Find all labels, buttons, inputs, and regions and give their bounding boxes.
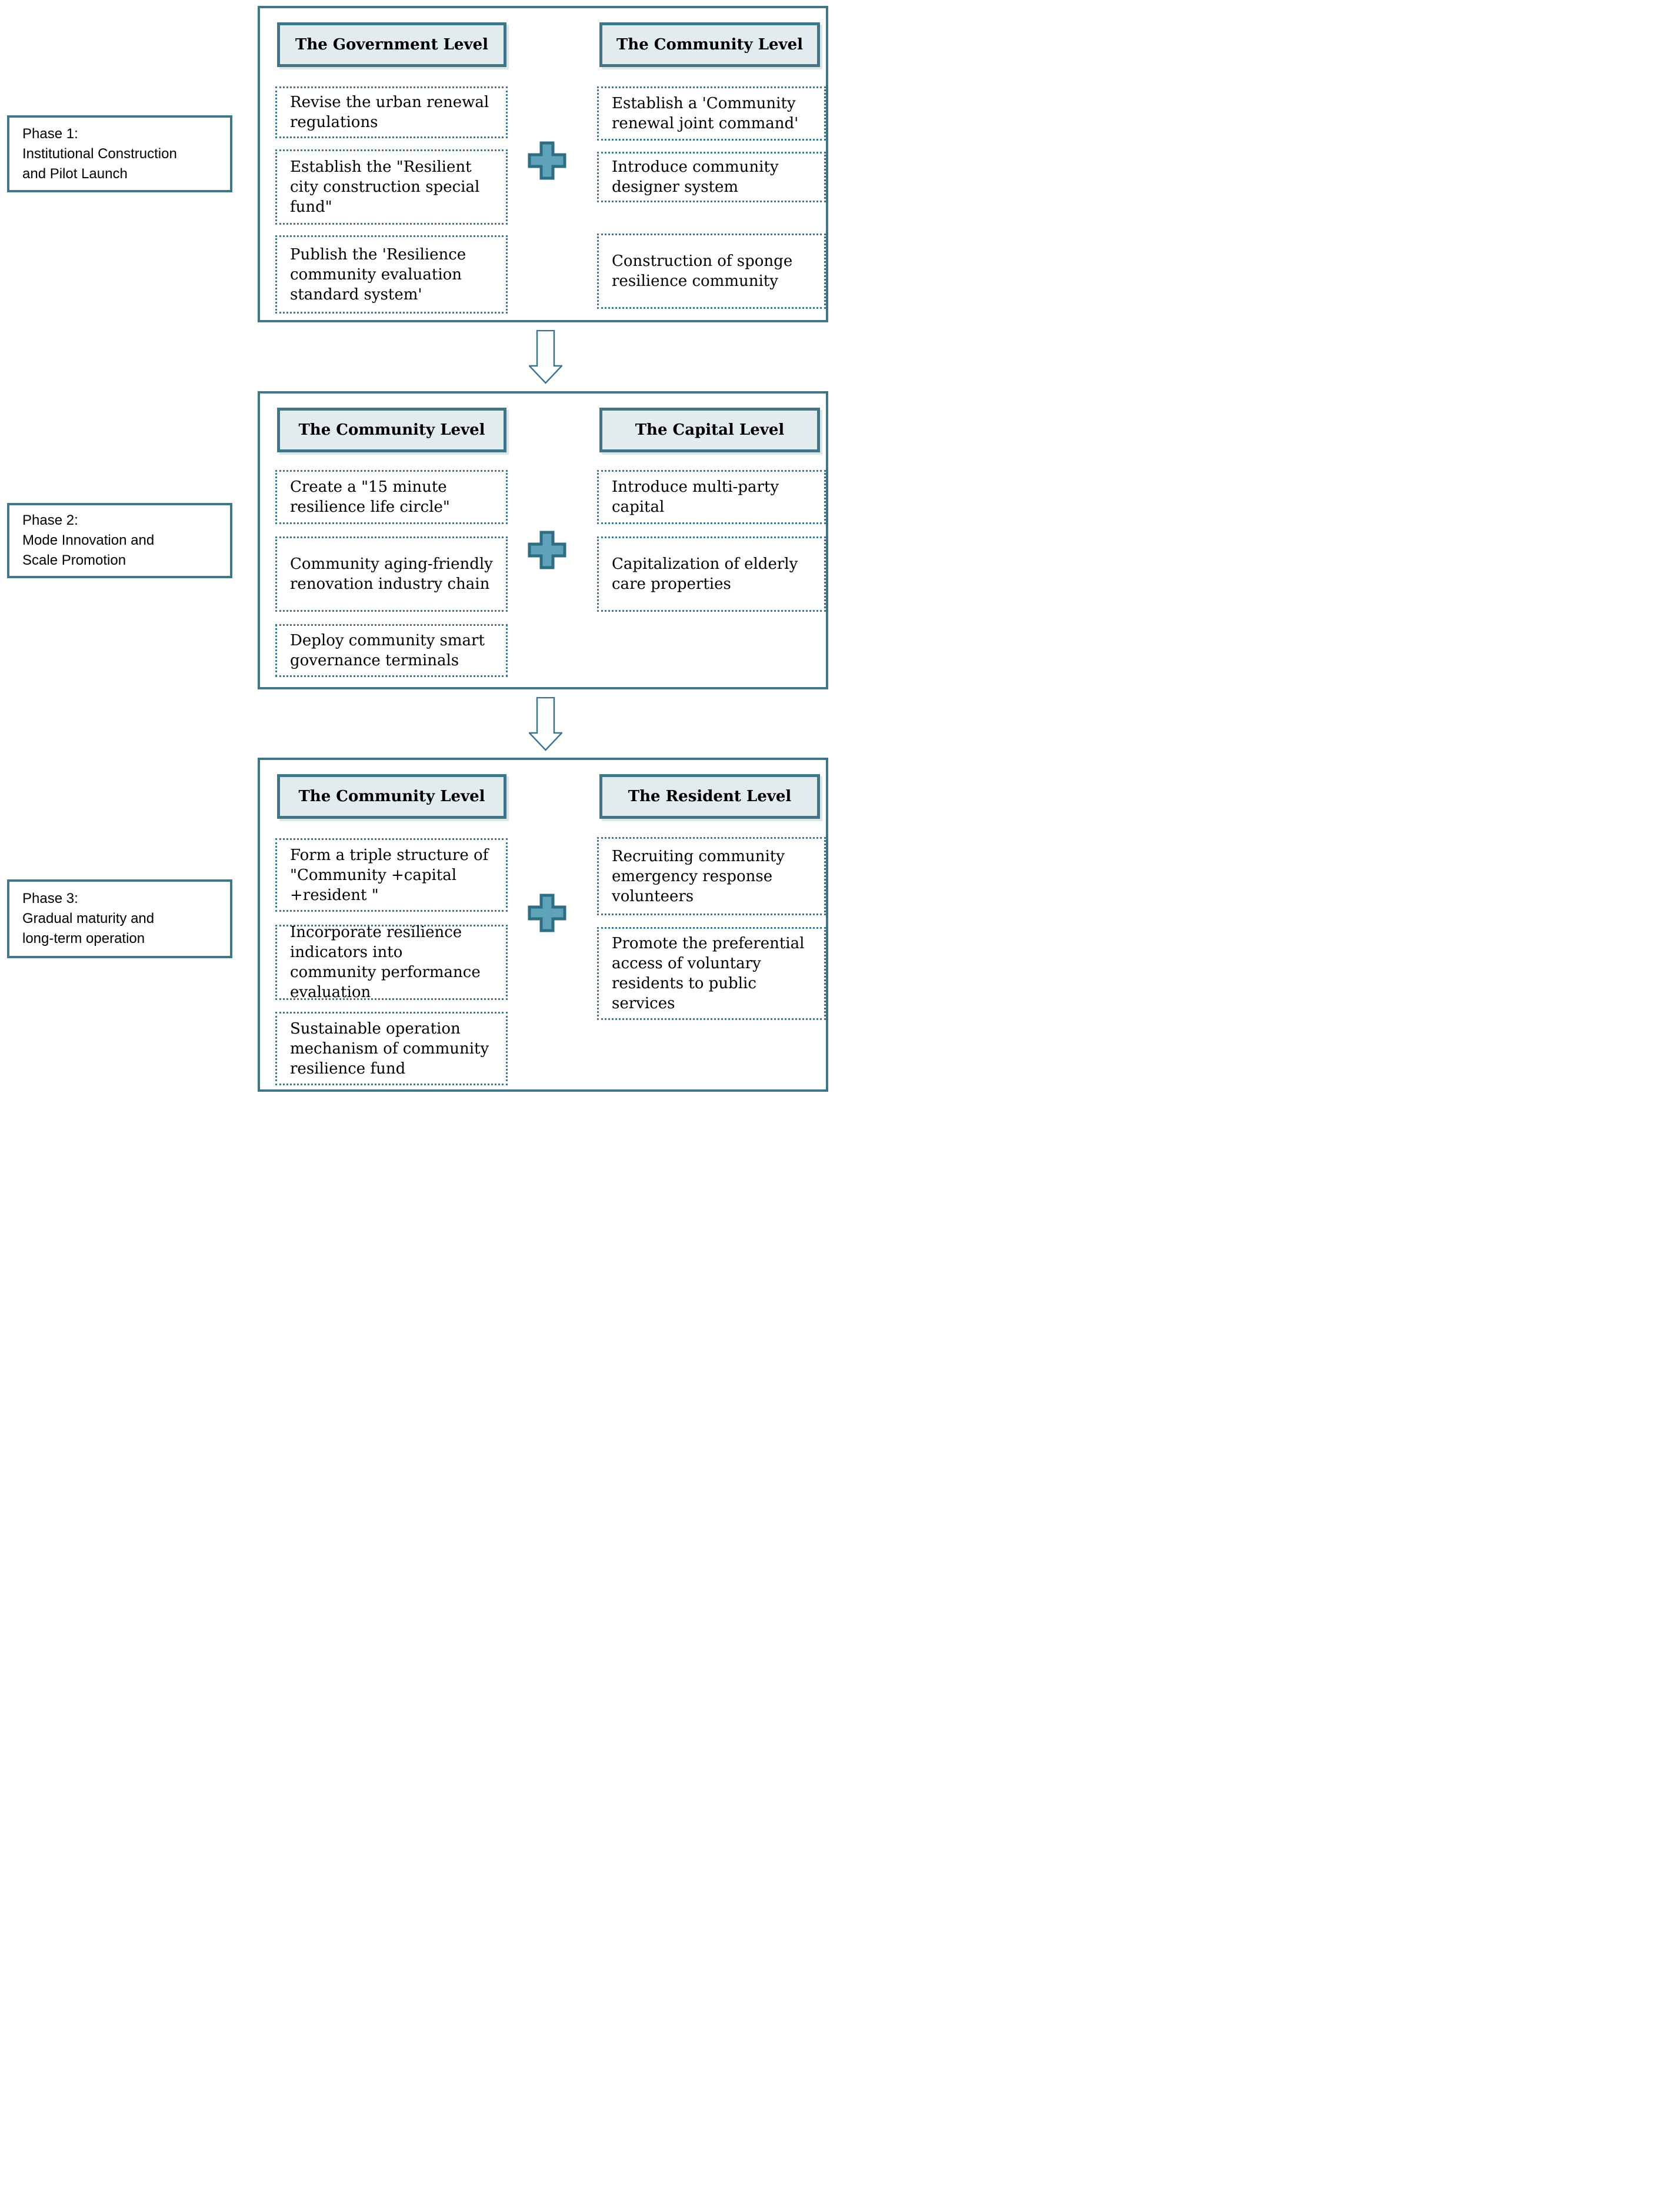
item-box: Create a "15 minute resilience life circ…	[275, 470, 508, 524]
community-level-header: The Community Level	[277, 774, 506, 819]
phase-2-label-box: Phase 2: Mode Innovation and Scale Promo…	[7, 503, 232, 578]
plus-connector-icon	[528, 894, 566, 932]
item-text: Create a "15 minute resilience life circ…	[290, 478, 450, 516]
item-box: Introduce multi-party capital	[597, 470, 826, 524]
item-box: Recruiting community emergency response …	[597, 837, 826, 915]
item-text: Form a triple structure of "Community +c…	[290, 846, 489, 904]
community-level-header: The Community Level	[277, 408, 506, 452]
phase-3-panel: The Community Level The Resident Level F…	[258, 758, 828, 1092]
item-box: Establish the "Resilient city constructi…	[275, 149, 508, 225]
item-box: Form a triple structure of "Community +c…	[275, 838, 508, 912]
phase-3-label-line: Phase 3:	[22, 891, 78, 906]
phase-2-label-line: Mode Innovation and	[22, 532, 155, 548]
item-text: Sustainable operation mechanism of commu…	[290, 1019, 489, 1078]
phase-1-label-box: Phase 1: Institutional Construction and …	[7, 115, 232, 192]
phase-3-label-line: long-term operation	[22, 931, 145, 946]
government-level-header: The Government Level	[277, 22, 506, 67]
down-arrow-icon	[529, 330, 562, 384]
item-text: Deploy community smart governance termin…	[290, 632, 485, 669]
item-text: Promote the preferential access of volun…	[612, 935, 805, 1012]
item-text: Establish the "Resilient city constructi…	[290, 158, 480, 216]
item-box: Revise the urban renewal regulations	[275, 86, 508, 138]
item-text: Incorporate resilience indicators into c…	[290, 924, 481, 1001]
item-box: Sustainable operation mechanism of commu…	[275, 1012, 508, 1085]
item-box: Construction of sponge resilience commun…	[597, 234, 826, 309]
item-text: Capitalization of elderly care propertie…	[612, 555, 798, 593]
item-box: Introduce community designer system	[597, 152, 826, 202]
item-text: Introduce multi-party capital	[612, 478, 779, 516]
item-box: Publish the 'Resilience community evalua…	[275, 235, 508, 314]
item-box: Establish a 'Community renewal joint com…	[597, 86, 826, 141]
phase-2-panel: The Community Level The Capital Level Cr…	[258, 391, 828, 689]
community-level-header: The Community Level	[599, 22, 820, 67]
item-box: Incorporate resilience indicators into c…	[275, 924, 508, 1001]
item-text: Construction of sponge resilience commun…	[612, 252, 793, 290]
item-box: Community aging-friendly renovation indu…	[275, 536, 508, 612]
resident-level-header: The Resident Level	[599, 774, 820, 819]
phase-3-label-box: Phase 3: Gradual maturity and long-term …	[7, 879, 232, 958]
item-text: Publish the 'Resilience community evalua…	[290, 245, 466, 304]
phase-2-label-line: Scale Promotion	[22, 552, 126, 568]
item-text: Community aging-friendly renovation indu…	[290, 555, 493, 593]
item-box: Capitalization of elderly care propertie…	[597, 536, 826, 612]
phase-3-label-line: Gradual maturity and	[22, 911, 155, 926]
phase-1-label-line: Institutional Construction	[22, 145, 177, 162]
item-box: Promote the preferential access of volun…	[597, 927, 826, 1020]
phase-1-panel: The Government Level The Community Level…	[258, 6, 828, 322]
figure-canvas: Phase 1: Institutional Construction and …	[0, 0, 840, 1095]
item-text: Recruiting community emergency response …	[612, 847, 785, 905]
plus-connector-icon	[528, 141, 566, 180]
down-arrow-icon	[529, 697, 562, 751]
plus-connector-icon	[528, 531, 566, 569]
item-text: Establish a 'Community renewal joint com…	[612, 95, 799, 132]
capital-level-header: The Capital Level	[599, 408, 820, 452]
phase-2-label-line: Phase 2:	[22, 512, 78, 528]
phase-1-label-line: and Pilot Launch	[22, 165, 128, 182]
item-text: Introduce community designer system	[612, 158, 779, 196]
phase-1-label-line: Phase 1:	[22, 125, 78, 142]
item-text: Revise the urban renewal regulations	[290, 94, 489, 131]
item-box: Deploy community smart governance termin…	[275, 624, 508, 677]
